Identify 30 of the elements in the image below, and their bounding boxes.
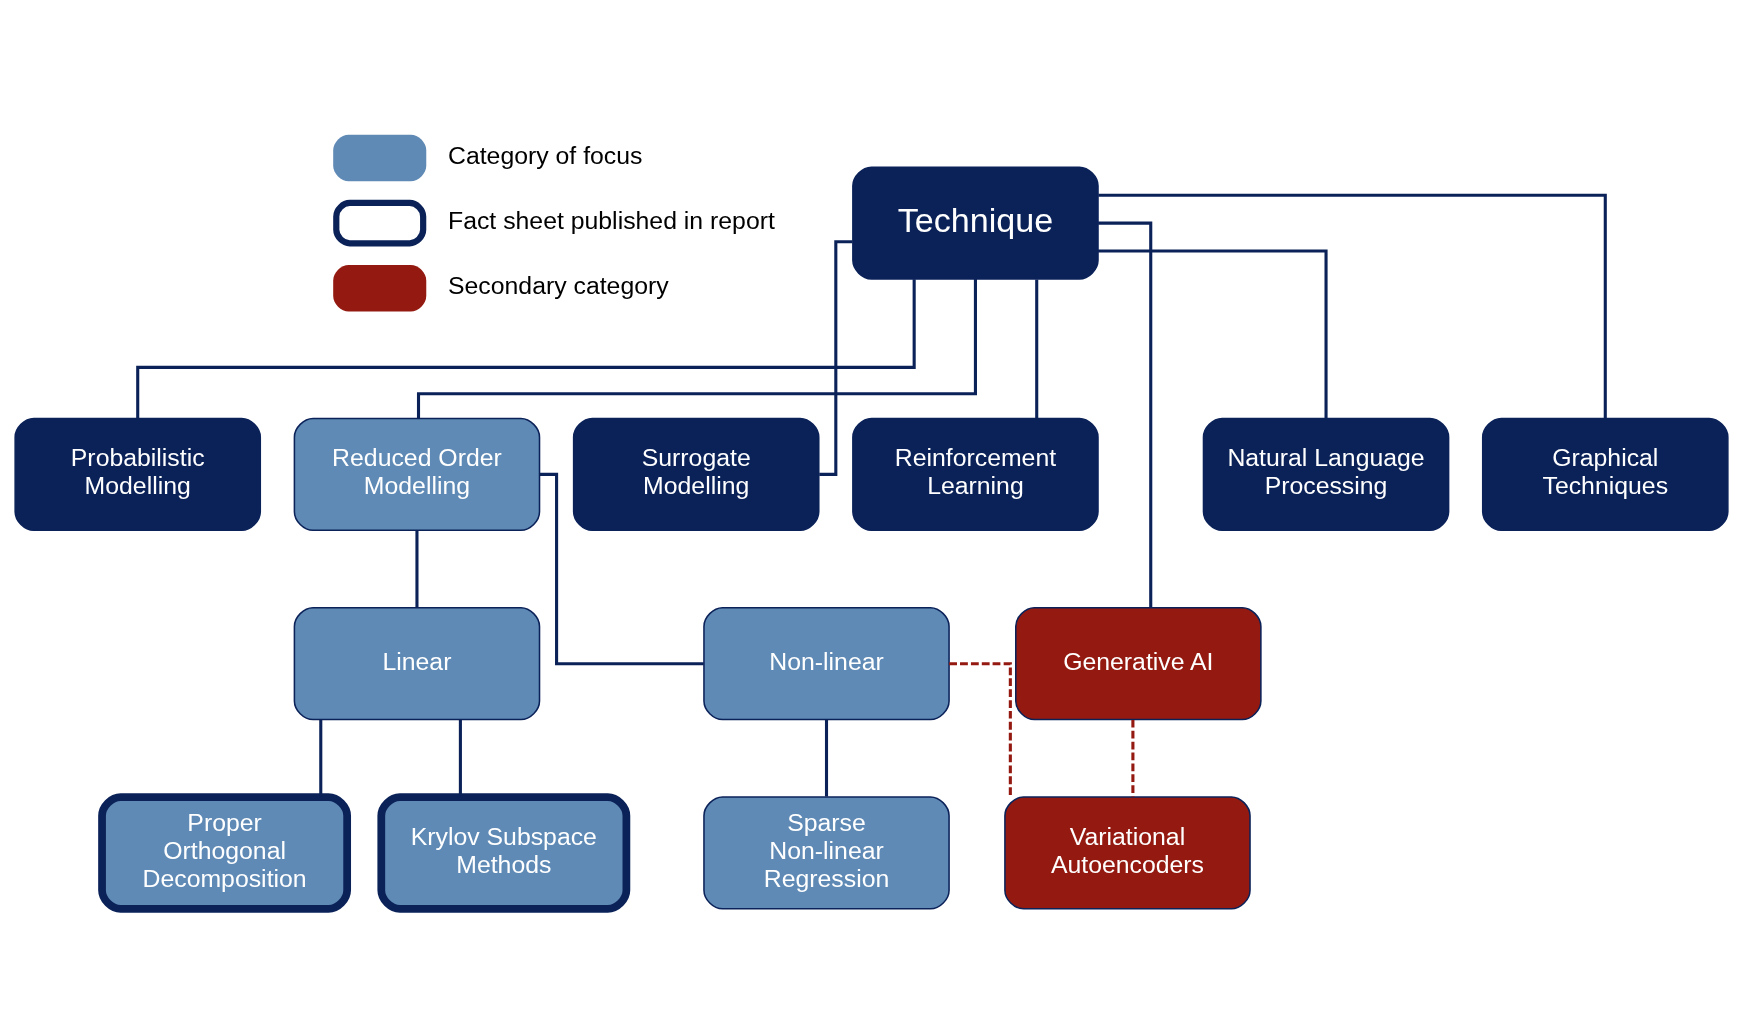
connector	[1098, 193, 1607, 418]
connector	[1098, 249, 1328, 419]
node-box: Reinforcement Learning	[852, 417, 1099, 532]
node-box: Sparse Non-linear Regression	[703, 796, 950, 910]
node-box: Technique	[852, 166, 1099, 280]
legend-label: Category of focus	[447, 141, 643, 169]
node-box: Probabilistic Modelling	[14, 417, 262, 532]
connector	[1035, 279, 1039, 419]
node-box: Graphical Techniques	[1481, 417, 1729, 532]
node-box: Krylov Subspace Methods	[377, 793, 631, 913]
connector	[949, 662, 1012, 797]
legend-label: Fact sheet published in report	[447, 207, 775, 234]
connector	[1131, 719, 1135, 797]
node-box: Natural Language Processing	[1202, 417, 1450, 532]
legend-label: Secondary category	[447, 272, 669, 300]
node-box: Linear	[293, 607, 541, 721]
connector	[540, 472, 704, 666]
connector	[824, 719, 829, 797]
connector	[136, 279, 916, 419]
connector	[1098, 221, 1153, 608]
connector	[458, 719, 462, 797]
node-box: Variational Autoencoders	[1004, 796, 1251, 910]
connector	[819, 240, 853, 476]
node-box: Generative AI	[1015, 607, 1262, 721]
connector	[319, 719, 323, 797]
node-box: Reduced Order Modelling	[293, 417, 541, 532]
node-box: Surrogate Modelling	[572, 417, 820, 532]
node-box: Proper Orthogonal Decomposition	[98, 793, 352, 913]
connector	[415, 530, 419, 608]
node-box: Non-linear	[703, 607, 950, 721]
